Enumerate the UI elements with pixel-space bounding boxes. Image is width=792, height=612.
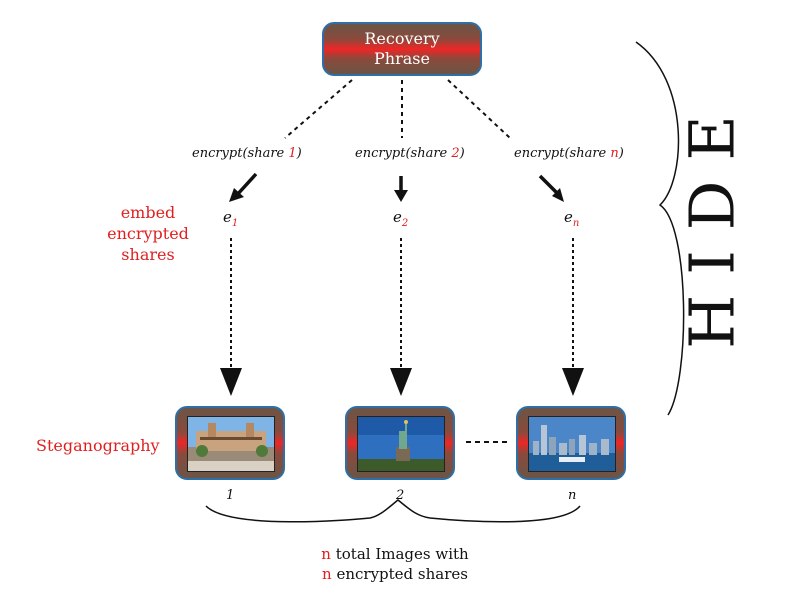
connector-root-to-share-1 <box>284 79 353 139</box>
arrowhead-e2 <box>394 190 408 202</box>
arrowhead-image-n <box>562 368 584 396</box>
arrow-to-e1 <box>234 172 258 198</box>
statue-of-liberty-photo <box>357 416 445 472</box>
image-number-2: 2 <box>396 488 405 503</box>
encrypt-label-2: encrypt(share 2) <box>355 146 465 161</box>
arrow-to-en <box>538 174 560 196</box>
image-frame-n <box>516 406 626 480</box>
connector-root-to-share-n <box>447 79 511 139</box>
summary-text: n total Images with n encrypted shares <box>305 544 485 584</box>
ellis-island-photo <box>187 416 275 472</box>
recovery-phrase-line2: Phrase <box>374 49 430 68</box>
image-number-n: n <box>568 488 577 503</box>
manhattan-skyline-photo <box>528 416 616 472</box>
summary-line-2: n encrypted shares <box>322 565 468 583</box>
ellis-island-photo-art <box>188 417 274 471</box>
summary-line-1: n total Images with <box>321 545 469 563</box>
encrypt-label-1: encrypt(share 1) <box>192 146 302 161</box>
steganography-label: Steganography <box>36 436 160 455</box>
arrowhead-image-2 <box>390 368 412 396</box>
arrowhead-en <box>552 188 564 202</box>
image-number-1: 1 <box>226 488 235 503</box>
encrypt-label-n: encrypt(share n) <box>514 146 624 161</box>
embed-encrypted-shares-label: embed encrypted shares <box>107 203 189 264</box>
image-frame-2 <box>345 406 455 480</box>
encrypted-share-e1: e1 <box>223 208 239 229</box>
arrowhead-image-1 <box>220 368 242 396</box>
recovery-phrase-line1: Recovery <box>364 29 440 48</box>
arrowhead-e1 <box>229 188 244 202</box>
hide-label: HIDE <box>675 95 749 349</box>
hide-brace <box>635 41 685 416</box>
manhattan-skyline-photo-art <box>529 417 615 471</box>
image-frame-1 <box>175 406 285 480</box>
encrypted-share-en: en <box>564 208 580 229</box>
encrypted-share-e2: e2 <box>393 208 409 229</box>
bottom-brace <box>205 499 581 523</box>
recovery-phrase-box: Recovery Phrase <box>322 22 482 76</box>
statue-of-liberty-photo-art <box>358 417 444 471</box>
